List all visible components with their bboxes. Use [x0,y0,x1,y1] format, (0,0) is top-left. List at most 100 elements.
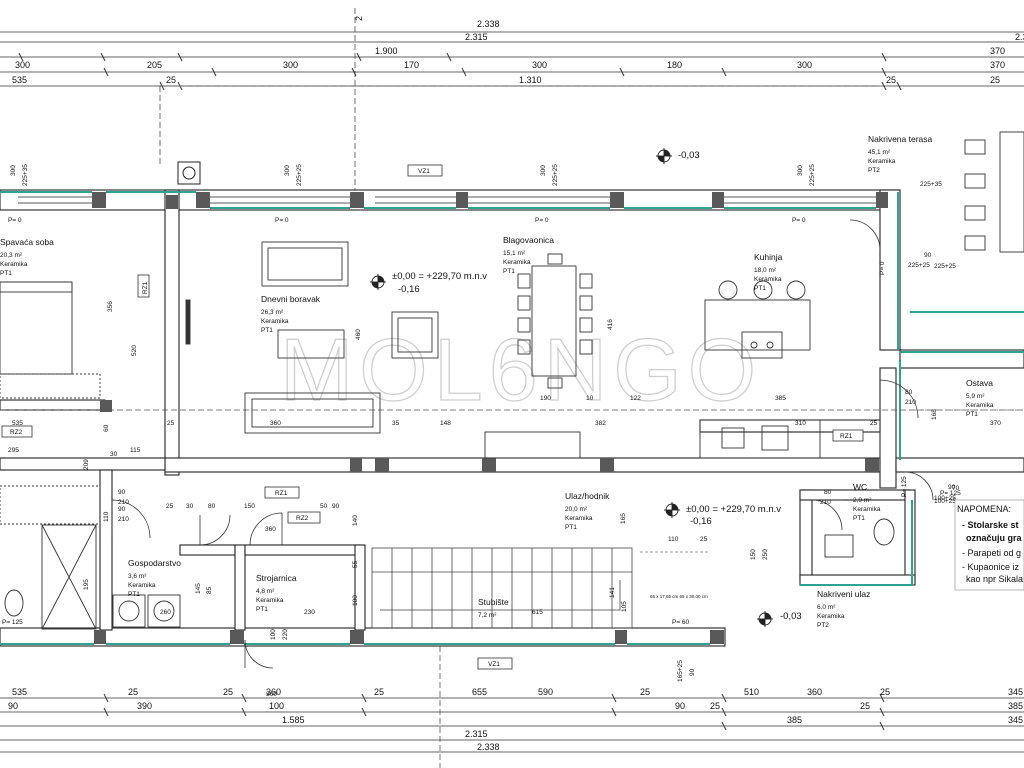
room-name: WC [853,482,867,492]
idim-51: 260 [160,609,171,616]
section-tag-0: VZ1 [418,168,430,175]
note-line-0: - Stolarske st [962,520,1019,530]
idim-15: 10 [586,395,594,402]
level-porch: -0,03 [780,611,802,622]
room-area: 7,2 m² [478,612,497,619]
room-name: Blagovaonica [503,235,554,245]
idim-48: 145 [195,583,202,594]
idim-52: 230 [304,609,315,616]
section-mark: 2 [354,16,364,21]
room-code: PT1 [565,524,577,531]
room-code: PT1 [261,327,273,334]
window-dim-12: 90 [689,668,696,676]
window-sill-6: P= 125 [2,619,23,626]
room-code: PT1 [128,591,140,598]
idim-36: 100 [352,595,359,606]
bottom-dimension-lines [0,697,1024,753]
idim-18: 310 [795,420,806,427]
level-entry: ±0,00 = +229,70 m.n.v [686,504,781,515]
window-sill-0: P= 0 [8,217,22,224]
dim-top-row4-1: 205 [147,60,162,70]
dim-bottom-row3-1: 385 [787,715,802,725]
room-nakrivena-terasa: Nakrivena terasa 45,1 m² Keramika PT2 [868,134,933,174]
idim-9: 25 [167,420,175,427]
room-area: 6,0 m² [817,604,836,611]
roof-outline [0,85,1024,768]
room-floor: Keramika [754,276,782,283]
dim-top-total-outer: 2.338 [477,19,500,29]
dim-top-row4-0: 300 [15,60,30,70]
dim-bottom-row1-9: 360 [807,687,822,697]
top-dimension-lines [0,8,1024,190]
room-floor: Keramika [868,158,896,165]
room-ulaz-hodnik: Ulaz/hodnik 20,0 m² Keramika PT1 [565,491,610,531]
idim-3: 416 [607,319,614,330]
dim-top-row3-1: 370 [990,46,1005,56]
room-strojarnica: Strojarnica 4,8 m² Keramika PT1 [256,573,297,613]
idim-17: 385 [775,395,786,402]
room-name: Ostava [966,378,993,388]
room-name: Kuhinja [754,252,783,262]
dim-bottom-row2-1: 390 [137,701,152,711]
dim-bottom-row1-0: 535 [12,687,27,697]
interior-dimensions: 356 520 460 416 535 295 115 60 209 25 36… [8,181,1001,698]
idim-60: 225+35 [920,181,942,188]
room-nakriveni-ulaz: Nakriveni ulaz 6,0 m² Keramika PT2 [817,589,870,629]
room-floor: Keramika [128,582,156,589]
room-blagovaonica: Blagovaonica 15,1 m² Keramika PT1 [503,235,554,275]
watermark: MOL6NGO [280,320,762,419]
room-code: PT1 [966,411,978,418]
room-area: 4,8 m² [256,588,275,595]
idim-26: 110 [103,511,110,522]
section-tag-2: RZ1 [142,281,149,294]
level-entry-sub: -0,16 [690,516,712,527]
dim-bottom-row3-0: 1.585 [282,715,305,725]
idim-61: 30 [110,451,118,458]
idim-19: 370 [990,420,1001,427]
window-dim-11: 100+25 [934,498,956,505]
room-spavaca-soba: Spavaća soba 20,3 m² Keramika PT1 [0,237,54,277]
idim-28: 30 [186,503,194,510]
window-sill-1: P= 0 [275,217,289,224]
dim-bottom-row1-6: 590 [538,687,553,697]
idim-54: 220 [282,629,289,640]
idim-27: 25 [166,503,174,510]
wall-pillars [92,192,888,644]
idim-6: 115 [130,447,141,454]
dim-right-top-total: 2.315 [1015,32,1024,42]
idim-35: 55 [352,560,359,568]
room-name: Gospodarstvo [128,558,181,568]
room-code: PT1 [0,270,12,277]
window-dim-1: 225+35 [22,164,29,186]
idim-33: 360 [265,526,276,533]
idim-23: 168 [931,409,938,420]
idim-11: 35 [392,420,400,427]
idim-13: 382 [595,420,606,427]
window-sill-3: P= 0 [792,217,806,224]
dim-top-row5-4: 25 [990,75,1000,85]
idim-16: 122 [630,395,641,402]
room-name: Spavaća soba [0,237,54,247]
idim-40: 150 [750,549,757,560]
dim-top-row4-6: 300 [797,60,812,70]
window-sill-8: P= 125 [940,490,961,497]
glazing [0,191,1024,645]
idim-56: 141 [609,587,616,598]
window-dim-3: 225+25 [296,164,303,186]
room-floor: Keramika [261,318,289,325]
chimney [177,161,201,185]
dim-bottom-total-outer: 2.338 [477,742,500,752]
room-area: 15,1 m² [503,250,526,257]
room-area: 45,1 m² [868,149,891,156]
idim-10: 360 [270,420,281,427]
section-tag-1: VZ1 [488,661,500,668]
dim-bottom-row1-8: 510 [744,687,759,697]
dim-top-row4-5: 180 [667,60,682,70]
idim-4: 535 [12,420,23,427]
room-name: Nakriveni ulaz [817,589,870,599]
window-sill-7: P= 60 [672,619,690,626]
dim-bottom-row2-5: 90 [675,701,685,711]
note-box: NAPOMENA: - Stolarske st označuju gra - … [954,499,1024,591]
dim-bottom-row2-2: 100 [269,701,284,711]
window-dim-7: 225+25 [809,164,816,186]
